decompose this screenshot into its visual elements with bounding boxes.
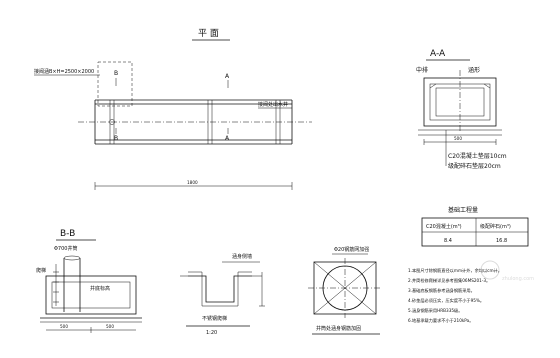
note-6: 6.地基承载力要求不小于210kPa。 <box>408 317 473 324</box>
plan-shaft-label: 接阀涵B×H=2500×2000 <box>34 68 94 75</box>
watermark-text: zhulong.com <box>502 276 534 282</box>
detail-1-scale: 1:20 <box>206 330 217 336</box>
plan-section-a-bottom: A <box>225 135 230 142</box>
plan-section-b-top: B <box>114 70 118 77</box>
general-notes: 1.本图尺寸除钢筋直径以mm计外，余均以cm计。 2.井筒检修爬梯详见参考图集0… <box>408 267 502 324</box>
quantity-table: 基础工程量 C20混凝土(m³) 级配碎石(m³) 8.4 16.8 <box>421 206 529 247</box>
watermark: zhulong.com <box>480 260 534 282</box>
quantity-table-header-1: C20混凝土(m³) <box>426 223 462 230</box>
section-bb-dim-1: 500 <box>60 324 68 329</box>
detail-1-caption: 不锈钢爬梯 <box>202 315 227 322</box>
detail-ladder: 涵身侧墙 不锈钢爬梯 1:20 <box>180 253 265 336</box>
quantity-table-title: 基础工程量 <box>448 206 478 214</box>
section-bb-title: B-B <box>60 229 75 239</box>
note-4: 4.砂垫层必须压实，压实度不小于95%。 <box>408 297 484 304</box>
section-bb-ladder-label: 爬梯 <box>36 267 46 274</box>
plan-view: 平 面 接阀涵B×H=2500×2000 B B A A 接阀 <box>34 28 312 190</box>
plan-well-label: 接阀处出水井 <box>258 101 288 108</box>
plan-length-dim: 1800 <box>187 180 198 185</box>
quantity-table-value-2: 16.8 <box>496 238 507 244</box>
section-aa-dim: 500 <box>454 136 462 141</box>
quantity-table-value-1: 8.4 <box>444 238 452 244</box>
section-bb-bottom-label: 井底标高 <box>90 285 110 292</box>
section-aa-note-1: C20混凝土垫层10cm <box>448 152 507 160</box>
section-bb-dim-2: 500 <box>106 324 114 329</box>
section-aa-left-label: 中排 <box>416 66 428 74</box>
section-aa-note-2: 级配碎石垫层20cm <box>448 162 501 170</box>
note-1: 1.本图尺寸除钢筋直径以mm计外，余均以cm计。 <box>408 267 502 274</box>
detail-reinforcement: Φ20钢筋网加强 井筒处涵身钢筋加固 <box>308 246 382 335</box>
note-3: 3.基础底板钢筋参考涵身钢筋采用。 <box>408 287 475 294</box>
plan-section-a-top: A <box>225 73 230 80</box>
plan-title: 平 面 <box>198 28 219 39</box>
note-5: 5.涵身钢筋采用HRB335级。 <box>408 307 462 314</box>
detail-2-top-label: Φ20钢筋网加强 <box>334 246 369 253</box>
section-aa: A-A 中排 涵形 500 C20混凝土垫层10cm 级配碎石垫层20cm <box>416 49 507 170</box>
detail-1-label: 涵身侧墙 <box>232 253 252 260</box>
section-bb: B-B Φ700井筒 爬梯 井底标高 500 500 <box>36 229 142 333</box>
plan-shaft-box <box>97 61 133 107</box>
plan-section-b-bottom: B <box>114 135 118 142</box>
section-aa-right-label: 涵形 <box>468 66 480 74</box>
detail-2-caption: 井筒处涵身钢筋加固 <box>316 325 361 332</box>
note-2: 2.井筒检修爬梯详见参考图集06MS201-3。 <box>408 277 490 284</box>
section-aa-title: A-A <box>430 49 446 59</box>
section-bb-pipe-label: Φ700井筒 <box>54 245 77 252</box>
quantity-table-header-2: 级配碎石(m³) <box>480 223 511 230</box>
